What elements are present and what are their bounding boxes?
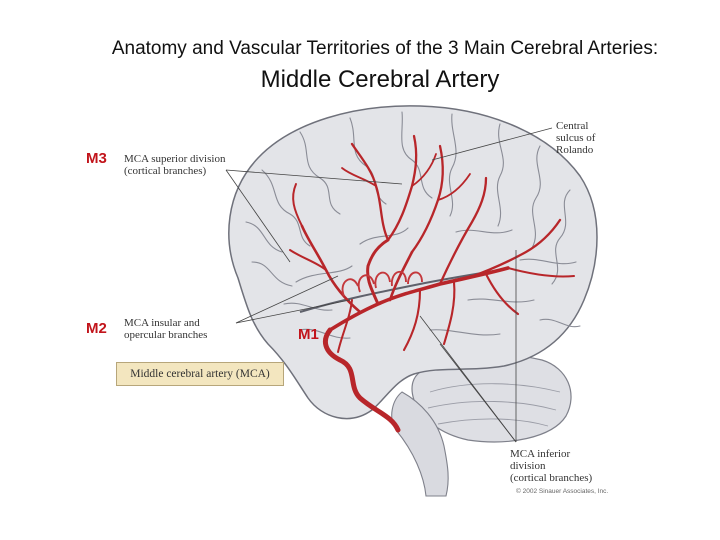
- label-insular-opercular: MCA insular and opercular branches: [124, 317, 208, 341]
- slide-subtitle: Middle Cerebral Artery: [260, 66, 500, 93]
- insular-loops: [341, 271, 423, 297]
- cerebrum: [228, 105, 598, 420]
- label-inferior-division: MCA inferior division (cortical branches…: [510, 448, 593, 484]
- segment-label-m1: M1: [298, 326, 319, 343]
- label-superior-division: MCA superior division (cortical branches…: [124, 153, 226, 177]
- label-central-sulcus: Central sulcus of Rolando: [556, 120, 596, 156]
- mca-label-box: Middle cerebral artery (MCA): [116, 362, 284, 386]
- copyright-notice: © 2002 Sinauer Associates, Inc.: [516, 488, 609, 495]
- gyri: [245, 111, 581, 339]
- leader-lines: [225, 127, 553, 443]
- segment-label-m3: M3: [86, 150, 107, 167]
- mca-arteries: [289, 134, 575, 433]
- segment-label-m2: M2: [86, 320, 107, 337]
- slide-title: Anatomy and Vascular Territories of the …: [111, 38, 659, 59]
